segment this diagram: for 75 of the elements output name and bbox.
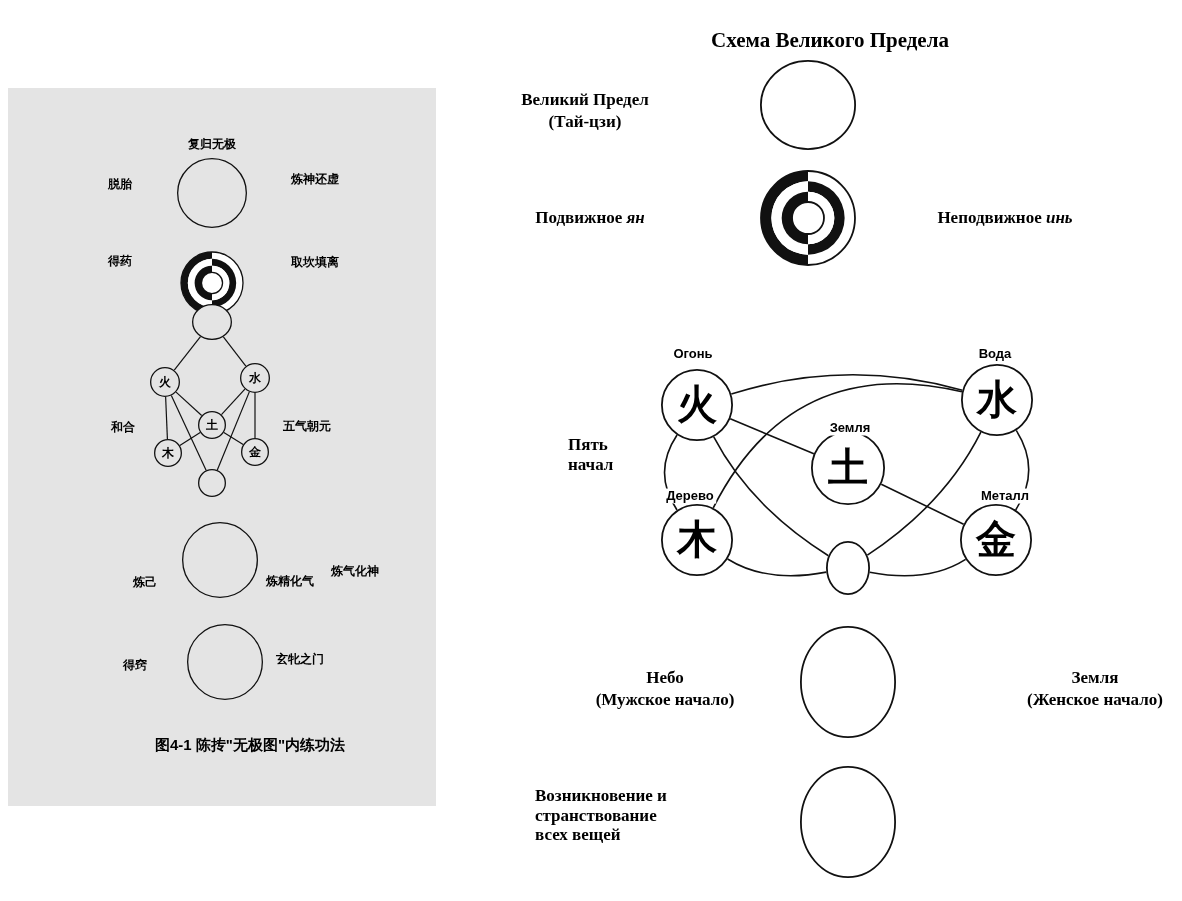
connector-line xyxy=(222,336,247,367)
side-label: 炼己 xyxy=(133,576,157,590)
connector-line xyxy=(220,388,246,416)
connector-line xyxy=(170,395,207,471)
side-label: Подвижное ян xyxy=(535,208,645,228)
element-circle xyxy=(240,363,270,393)
character: 木 xyxy=(675,520,718,560)
circle xyxy=(192,304,232,340)
circle xyxy=(800,626,896,738)
side-label: 复归无极 xyxy=(188,138,236,152)
character: 水 xyxy=(975,380,1018,420)
side-label: 和合 xyxy=(111,421,135,435)
side-label: 得窍 xyxy=(123,659,147,673)
side-label: 脱胎 xyxy=(108,178,132,192)
side-label: Земля xyxy=(1071,668,1119,688)
character: 土 xyxy=(827,448,869,488)
circle xyxy=(187,624,263,700)
connector-line xyxy=(729,418,815,455)
connector-line xyxy=(712,383,963,509)
character: 土 xyxy=(205,419,219,431)
element-circle xyxy=(150,367,180,397)
circle xyxy=(826,541,870,595)
element-circle xyxy=(961,364,1033,436)
element-circle xyxy=(154,439,182,467)
side-label: Металл xyxy=(979,488,1031,504)
connector-line xyxy=(173,336,202,371)
character: 水 xyxy=(248,372,262,384)
element-circle xyxy=(241,438,269,466)
side-label: Небо xyxy=(646,668,684,688)
element-circle xyxy=(960,504,1032,576)
connector-line xyxy=(179,431,201,447)
side-label: 玄牝之门 xyxy=(276,653,324,667)
connector-line xyxy=(223,431,244,446)
element-circle xyxy=(661,369,733,441)
connector-line xyxy=(254,392,256,439)
connector-line xyxy=(730,374,964,395)
side-label: 炼神还虚 xyxy=(291,173,339,187)
connector-line xyxy=(175,391,203,417)
character: 火 xyxy=(158,376,172,388)
side-label: 炼气化神 xyxy=(331,565,379,579)
side-label: (Тай-цзи) xyxy=(548,112,622,132)
side-label: Возникновение и странствование всех вещей xyxy=(535,785,668,845)
element-circle xyxy=(198,411,226,439)
side-label: 五气朝元 xyxy=(283,420,331,434)
connector-line xyxy=(216,391,250,471)
side-label: Неподвижное инь xyxy=(937,208,1073,228)
circle xyxy=(177,158,247,228)
side-label: (Мужское начало) xyxy=(595,690,735,710)
side-label: Дерево xyxy=(664,488,716,504)
circle xyxy=(800,766,896,878)
circle xyxy=(182,522,258,598)
character: 金 xyxy=(248,446,262,458)
character: 金 xyxy=(974,520,1017,560)
connector-line xyxy=(726,558,828,577)
connector-line xyxy=(712,436,830,557)
title: Схема Великого Предела xyxy=(711,27,949,53)
side-label: Земля xyxy=(827,420,873,436)
connector-line xyxy=(880,483,965,526)
circle xyxy=(198,469,226,497)
side-label: (Женское начало) xyxy=(1027,690,1163,710)
element-circle xyxy=(661,504,733,576)
circle xyxy=(760,60,856,150)
yin-yang-ring-drawing xyxy=(760,170,856,266)
character: 火 xyxy=(676,385,718,425)
side-label: 取坎填离 xyxy=(291,256,339,270)
character: 木 xyxy=(161,447,175,459)
side-label: Вода xyxy=(976,346,1014,362)
side-label: Великий Предел xyxy=(521,90,649,110)
side-label: Пять начал xyxy=(568,435,615,475)
connector-line xyxy=(165,396,168,440)
connector-line xyxy=(868,558,967,577)
side-label: 得药 xyxy=(108,255,132,269)
connector-line xyxy=(866,431,982,556)
side-label: 炼精化气 xyxy=(266,575,314,589)
caption: 图4-1 陈抟"无极图"内练功法 xyxy=(154,736,346,754)
